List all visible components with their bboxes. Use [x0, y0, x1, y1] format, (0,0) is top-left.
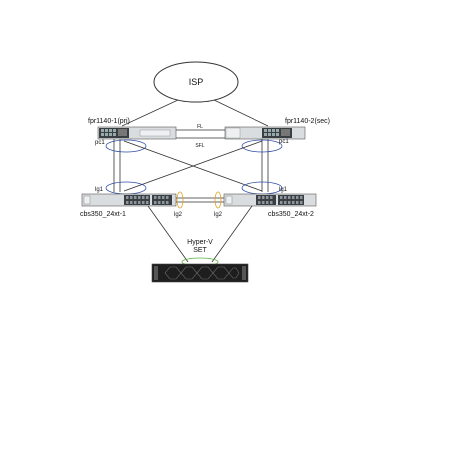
pc1-right-label: pc1 [279, 139, 289, 145]
lg2-left-label: lg2 [174, 212, 183, 218]
isp-node [153, 61, 239, 103]
lg1-right-label: lg1 [279, 187, 288, 193]
firewall-sec [224, 126, 306, 140]
isp-label: ISP [189, 77, 204, 87]
fl-label: FL [197, 124, 203, 130]
pc1-left-label: pc1 [95, 140, 105, 146]
pc1-lag-right [241, 139, 283, 153]
switch-left-label: cbs350_24xt-1 [80, 211, 126, 218]
firewall-pri [97, 126, 177, 140]
lg1-left-label: lg1 [95, 187, 104, 193]
lg2-right-label: lg2 [214, 212, 223, 218]
switch-right [223, 193, 317, 207]
hyperv-label: Hyper-V [187, 239, 213, 246]
sfl-label: SFL [195, 143, 204, 149]
isp-link-sec [213, 99, 269, 127]
pc1-lag-left [105, 139, 147, 153]
server-link-right [211, 205, 253, 263]
lg2-lag-left [176, 191, 184, 209]
switch-right-label: cbs350_24xt-2 [268, 211, 314, 218]
hyperv-server [151, 263, 249, 283]
server-link-left [147, 205, 189, 263]
fpr-pri-label: fpr1140-1(pri) [88, 118, 130, 125]
cross-link-2 [123, 140, 263, 192]
lg2-lag-right [214, 191, 222, 209]
switch-left [81, 193, 177, 207]
lg1-lag-left [105, 181, 147, 195]
set-label: SET [193, 247, 207, 254]
isp-link-pri [121, 99, 179, 127]
fpr-sec-label: fpr1140-2(sec) [285, 118, 330, 125]
